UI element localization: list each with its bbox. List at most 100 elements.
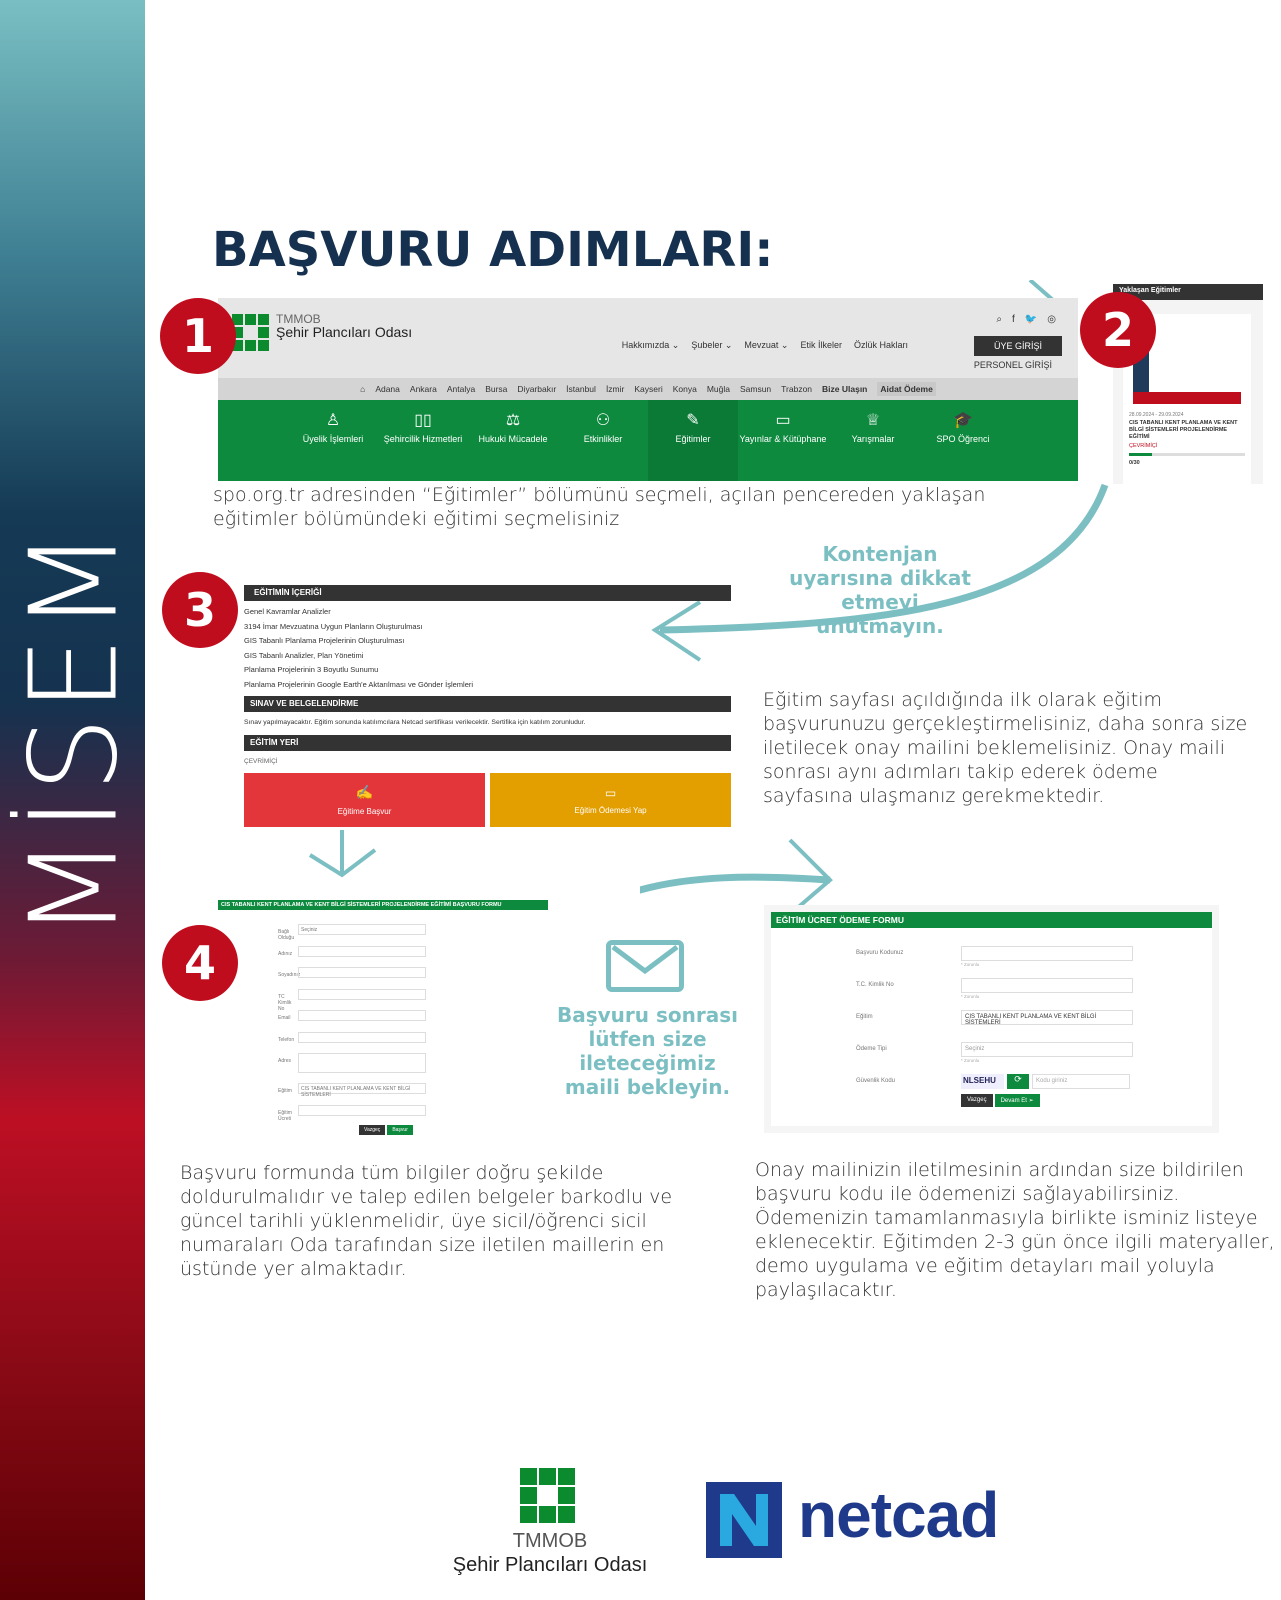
content-item: Genel Kavramlar Analizler: [244, 607, 331, 616]
arrowhead-3: [651, 600, 702, 662]
nav-ethics[interactable]: Etik İlkeler: [800, 340, 842, 350]
city-link[interactable]: Samsun: [739, 384, 772, 394]
pay-button[interactable]: ▭Eğitim Ödemesi Yap: [490, 773, 731, 827]
form-row: Adınız: [218, 945, 548, 968]
nav-icon: ▭: [775, 412, 791, 429]
top-nav: Hakkımızda ⌄ Şubeler ⌄ Mevzuat ⌄ Etik İl…: [622, 340, 908, 351]
payment-submit-button[interactable]: Devam Et ➢: [994, 1094, 1040, 1107]
city-link[interactable]: Muğla: [706, 384, 730, 394]
field-input[interactable]: [961, 946, 1133, 961]
main-nav-item[interactable]: ▭ Yayınlar & Kütüphane: [738, 400, 828, 481]
staff-login-link[interactable]: PERSONEL GİRİŞİ: [973, 360, 1052, 370]
step-1-description: spo.org.tr adresinden “Eğitimler” bölümü…: [213, 484, 986, 530]
apply-button[interactable]: ✍Eğitime Başvur: [244, 773, 485, 827]
nav-about[interactable]: Hakkımızda ⌄: [621, 340, 680, 350]
main-nav-item[interactable]: ✎ Eğitimler: [648, 400, 738, 481]
city-link[interactable]: Diyarbakır: [517, 384, 557, 394]
captcha-input[interactable]: Kodu giriniz: [1032, 1074, 1130, 1089]
field-input[interactable]: [298, 1104, 426, 1116]
form-row: Telefon: [218, 1031, 548, 1054]
apply-form-title: CIS TABANLI KENT PLANLAMA VE KENT BİLGİ …: [218, 900, 548, 910]
nav-label: Yayınlar & Kütüphane: [739, 434, 827, 444]
apply-cancel-button[interactable]: Vazgeç: [359, 1125, 386, 1135]
course-mode: ÇEVRİMİÇİ: [1129, 443, 1158, 449]
nav-icon: ♕: [865, 412, 881, 429]
field-input[interactable]: [298, 1010, 426, 1021]
payment-form-title: EĞİTİM ÜCRET ÖDEME FORMU: [771, 912, 1212, 928]
instagram-icon[interactable]: ◎: [1047, 314, 1056, 325]
field-label: Adres: [278, 1058, 292, 1064]
arrow-2-to-3: [659, 483, 1109, 634]
main-nav-item[interactable]: ▯▯Şehircilik Hizmetleri: [378, 400, 468, 481]
field-label: Adınız: [278, 950, 293, 957]
nav-branches[interactable]: Şubeler ⌄: [691, 340, 733, 350]
form-row: Eğitim Ücreti: [218, 1104, 548, 1127]
member-login-button[interactable]: ÜYE GİRİŞİ: [973, 336, 1062, 356]
home-icon[interactable]: ⌂: [360, 384, 366, 394]
upcoming-trainings-screenshot: Yaklaşan Eğitimler 28.09.2024 - 29.09.20…: [1113, 284, 1263, 499]
nav-icon: ✎: [686, 412, 700, 429]
captcha-label: Güvenlik Kodu: [856, 1078, 896, 1084]
city-link[interactable]: İstanbul: [566, 384, 596, 394]
nav-label: Etkinlikler: [583, 434, 623, 444]
nav-label: Yarışmalar: [851, 434, 895, 444]
main-nav-item[interactable]: ♙Üyelik İşlemleri: [288, 400, 378, 481]
envelope-icon: [606, 940, 684, 992]
nav-rights[interactable]: Özlük Hakları: [853, 340, 908, 350]
step-3-badge: 3: [162, 572, 238, 648]
field-input[interactable]: CIS TABANLI KENT PLANLAMA VE KENT BİLGİ …: [961, 1010, 1133, 1026]
nav-icon: ⚇: [595, 412, 611, 429]
city-link[interactable]: Bursa: [485, 384, 508, 394]
course-page-screenshot: EĞİTİMİN İÇERİĞİ Genel Kavramlar Analizl…: [244, 585, 731, 845]
arrowhead-5: [788, 838, 833, 912]
field-hint: * Zorunlu: [961, 994, 980, 999]
field-input[interactable]: [298, 945, 426, 957]
city-link[interactable]: Bize Ulaşın: [822, 384, 868, 394]
refresh-icon[interactable]: ⟳: [1007, 1074, 1029, 1089]
quota-fill: [1129, 453, 1153, 456]
spo-logo: [232, 314, 269, 351]
quota-bar: [1129, 453, 1245, 456]
main-nav-item[interactable]: ⚖Hukuki Mücadele: [468, 400, 558, 481]
nav-label: Üyelik İşlemleri: [302, 434, 364, 444]
city-link[interactable]: İzmir: [605, 384, 625, 394]
city-link[interactable]: Konya: [672, 384, 697, 394]
field-input[interactable]: [298, 988, 426, 1000]
twitter-icon[interactable]: 🐦: [1024, 314, 1038, 325]
field-input[interactable]: Seçiniz: [961, 1042, 1133, 1057]
field-input[interactable]: [298, 1053, 426, 1073]
field-label: Bağlı Olduğu: [278, 929, 295, 941]
quota-count: 0/30: [1129, 460, 1140, 466]
main-nav-item[interactable]: ⚇ Etkinlikler: [558, 400, 648, 481]
field-input[interactable]: [961, 978, 1133, 993]
city-link[interactable]: Antalya: [446, 384, 476, 394]
exam-text: Sınav yapılmayacaktır. Eğitim sonunda ka…: [244, 719, 586, 726]
city-link[interactable]: Aidat Ödeme: [877, 382, 936, 396]
city-link[interactable]: Ankara: [409, 384, 437, 394]
content-item: GIS Tabanlı Planlama Projelerinin Oluştu…: [244, 636, 405, 645]
city-link[interactable]: Trabzon: [781, 384, 813, 394]
banknote-icon: ▭: [604, 785, 617, 800]
field-label: Eğitim: [856, 1014, 873, 1020]
spo-website-screenshot: TMMOB Şehir Plancıları Odası ⌕f🐦◎ Hakkım…: [218, 298, 1078, 481]
field-label: Email: [278, 1015, 291, 1021]
content-item: 3194 İmar Mevzuatına Uygun Planların Olu…: [244, 621, 423, 631]
field-input[interactable]: [298, 1031, 426, 1043]
payment-cancel-button[interactable]: Vazgeç: [961, 1094, 993, 1107]
upcoming-header: Yaklaşan Eğitimler: [1113, 284, 1263, 300]
apply-submit-button[interactable]: Başvur: [387, 1125, 413, 1135]
field-input[interactable]: Seçiniz: [298, 924, 426, 935]
nav-label: Eğitimler: [675, 434, 711, 444]
step-1-badge: 1: [160, 298, 236, 374]
nav-legislation[interactable]: Mevzuat ⌄: [744, 340, 789, 350]
field-input[interactable]: [298, 967, 426, 978]
city-link[interactable]: Adana: [375, 384, 400, 394]
facebook-icon[interactable]: f: [1012, 314, 1015, 325]
main-nav-item[interactable]: ♕ Yarışmalar: [828, 400, 918, 481]
search-icon[interactable]: ⌕: [996, 314, 1003, 325]
city-link[interactable]: Kayseri: [634, 384, 663, 394]
field-input[interactable]: CIS TABANLI KENT PLANLAMA VE KENT BİLGİ …: [298, 1083, 426, 1098]
main-nav: ♙Üyelik İşlemleri▯▯Şehircilik Hizmetleri…: [218, 400, 1078, 481]
main-nav-item[interactable]: 🎓SPO Öğrenci: [918, 400, 1008, 481]
